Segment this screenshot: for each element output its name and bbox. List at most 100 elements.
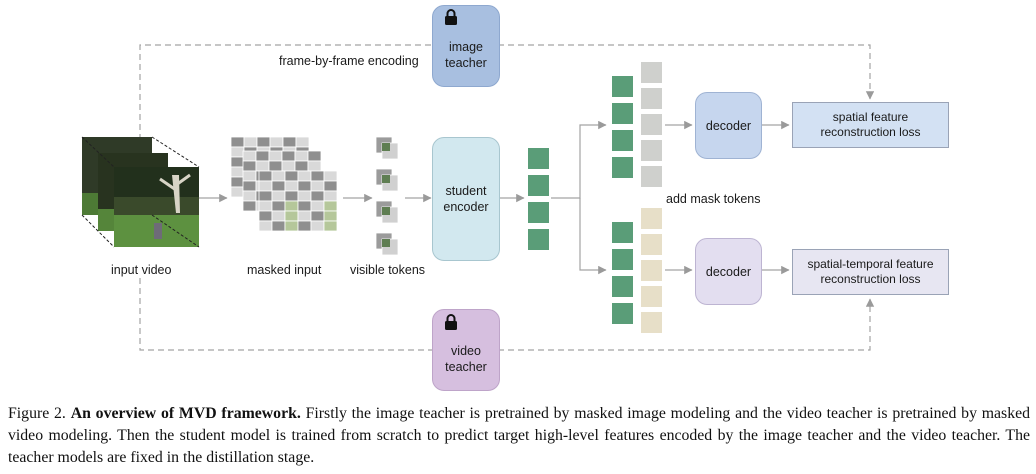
masked-patch bbox=[258, 210, 273, 222]
masked-patch bbox=[256, 136, 271, 148]
input-video-label: input video bbox=[111, 263, 172, 277]
masked-patch bbox=[242, 200, 257, 212]
frame-by-frame-label: frame-by-frame encoding bbox=[279, 54, 419, 68]
loss-bottom-line1: spatial-temporal feature bbox=[807, 257, 934, 271]
masked-patch bbox=[242, 160, 257, 172]
student-encoder-label-line2: encoder bbox=[443, 200, 489, 214]
connector-arrows bbox=[139, 44, 875, 351]
lock-icon bbox=[445, 314, 457, 330]
caption-prefix: Figure 2. bbox=[8, 405, 66, 422]
masked-patch bbox=[284, 210, 299, 222]
masked-patch bbox=[297, 200, 312, 212]
masked-patch bbox=[242, 180, 257, 192]
masked-patch bbox=[281, 160, 296, 172]
masked-patch bbox=[268, 150, 283, 162]
loss-bottom-line2: reconstruction loss bbox=[820, 272, 921, 286]
masked-patch bbox=[281, 150, 296, 162]
masked-patch bbox=[258, 190, 273, 202]
visible-token-patch bbox=[382, 239, 390, 247]
masked-patch bbox=[282, 136, 297, 148]
visible-tokens-label: visible tokens bbox=[350, 263, 426, 277]
spatial-feature-loss-box: spatial feature reconstruction loss bbox=[792, 102, 949, 148]
masked-patch bbox=[269, 136, 284, 148]
add-mask-tokens-label: add mask tokens bbox=[666, 192, 761, 206]
image-teacher-label-line2: teacher bbox=[445, 56, 487, 70]
masked-patch bbox=[230, 146, 245, 158]
masked-patch bbox=[310, 200, 325, 212]
masked-patch bbox=[243, 136, 258, 148]
masked-patch bbox=[284, 220, 299, 232]
masked-patch bbox=[307, 150, 322, 162]
masked-patch bbox=[323, 170, 338, 182]
visible-token-patch bbox=[382, 207, 390, 215]
masked-patch bbox=[284, 190, 299, 202]
masked-patch bbox=[297, 210, 312, 222]
masked-patch bbox=[258, 170, 273, 182]
masked-patch bbox=[294, 150, 309, 162]
masked-patch bbox=[271, 210, 286, 222]
masked-patch bbox=[271, 220, 286, 232]
loss-top-line1: spatial feature bbox=[832, 110, 909, 124]
caption-title: An overview of MVD framework. bbox=[70, 405, 301, 422]
masked-patch bbox=[271, 180, 286, 192]
decoder-bottom-box: decoder bbox=[695, 238, 762, 305]
masked-patch bbox=[294, 160, 309, 172]
masked-patch bbox=[297, 170, 312, 182]
image-teacher-box: image teacher bbox=[432, 5, 500, 87]
masked-patch bbox=[323, 200, 338, 212]
video-teacher-label-line1: video bbox=[451, 344, 481, 358]
masked-patch bbox=[310, 170, 325, 182]
masked-patch bbox=[310, 210, 325, 222]
masked-patch bbox=[271, 170, 286, 182]
masked-patch bbox=[258, 200, 273, 212]
masked-patch bbox=[255, 150, 270, 162]
masked-patch bbox=[284, 200, 299, 212]
masked-patch bbox=[258, 180, 273, 192]
masked-patch bbox=[230, 156, 245, 168]
masked-patch bbox=[307, 160, 322, 172]
masked-patch bbox=[323, 180, 338, 192]
masked-patch bbox=[271, 190, 286, 202]
visible-token-patch bbox=[382, 175, 390, 183]
student-encoder-label-line1: student bbox=[445, 184, 487, 198]
input-video-frames-image bbox=[81, 136, 200, 248]
mvd-framework-figure: image teacher frame-by-frame encoding st… bbox=[81, 5, 949, 391]
masked-patch bbox=[323, 190, 338, 202]
masked-input-label: masked input bbox=[247, 263, 322, 277]
masked-patch bbox=[310, 180, 325, 192]
masked-patch bbox=[284, 180, 299, 192]
masked-patch bbox=[268, 160, 283, 172]
lock-icon bbox=[445, 9, 457, 25]
student-encoder-box: student encoder bbox=[432, 137, 500, 261]
masked-patch bbox=[297, 190, 312, 202]
video-teacher-box: video teacher bbox=[432, 309, 500, 391]
masked-patch bbox=[230, 176, 245, 188]
masked-input-cube-image bbox=[230, 136, 338, 232]
masked-patch bbox=[295, 136, 310, 148]
masked-patch bbox=[271, 200, 286, 212]
masked-patch bbox=[310, 220, 325, 232]
masked-patch bbox=[323, 220, 338, 232]
image-teacher-label-line1: image bbox=[448, 40, 484, 54]
masked-patch bbox=[255, 160, 270, 172]
masked-patch bbox=[230, 186, 245, 198]
masked-patch bbox=[297, 220, 312, 232]
figure-caption: Figure 2. An overview of MVD framework. … bbox=[8, 403, 1030, 469]
masked-patch bbox=[258, 220, 273, 232]
masked-patch bbox=[242, 190, 257, 202]
masked-patch bbox=[297, 180, 312, 192]
decoder-top-box: decoder bbox=[695, 92, 762, 159]
masked-patch bbox=[284, 170, 299, 182]
spatial-temporal-feature-loss-box: spatial-temporal feature reconstruction … bbox=[792, 249, 949, 295]
masked-patch bbox=[242, 150, 257, 162]
masked-patch bbox=[323, 210, 338, 222]
masked-patch bbox=[310, 190, 325, 202]
video-teacher-label-line2: teacher bbox=[445, 360, 487, 374]
visible-tokens-image bbox=[375, 136, 399, 256]
loss-top-line2: reconstruction loss bbox=[820, 125, 921, 139]
caption-body: Firstly the image teacher is pretrained … bbox=[8, 405, 1031, 466]
masked-patch bbox=[242, 170, 257, 182]
visible-token-patch bbox=[382, 143, 390, 151]
masked-patch bbox=[230, 136, 245, 148]
masked-patch bbox=[230, 166, 245, 178]
